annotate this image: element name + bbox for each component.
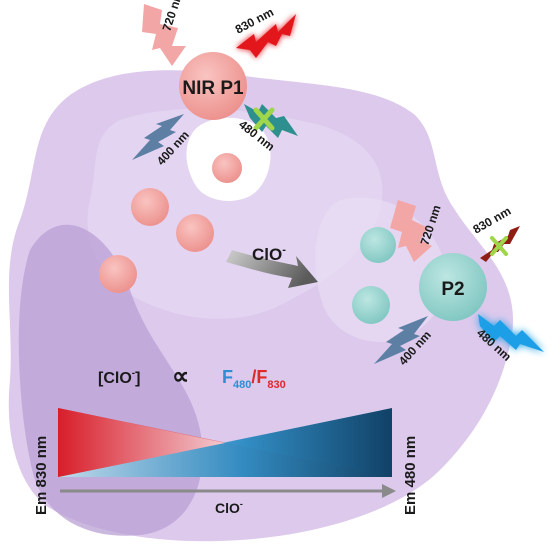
left-axis-label: Em 830 nm: [33, 436, 50, 515]
ratio-formula: F480/F830: [222, 367, 286, 391]
blocked-x-icon: [490, 236, 508, 256]
relation-left: [ClO-]: [98, 368, 140, 387]
p1-excitation-label: 720 nm: [160, 0, 186, 33]
right-axis-label: Em 480 nm: [402, 436, 419, 515]
proportional-symbol: ∝: [172, 363, 189, 390]
emission-480-bolt-p2: [478, 314, 544, 352]
probe-p2: [419, 253, 487, 321]
trend-arrow-label: ClO-: [215, 499, 243, 516]
p1-particle: [212, 153, 242, 183]
p2-particle: [352, 286, 390, 324]
emission-830-bolt-p1: [236, 14, 296, 58]
p1-particle: [99, 255, 137, 293]
red-gradient-top: [58, 408, 225, 477]
light-400-bolt-p1: [132, 114, 184, 160]
p2-particle: [360, 227, 396, 263]
conversion-arrow: [226, 250, 318, 288]
p1-particle: [176, 214, 214, 252]
cell-inner-highlight: [87, 108, 383, 319]
excitation-720-bolt-p2: [390, 200, 432, 262]
probe-p1-label: NIR P1: [182, 78, 244, 99]
probe-p1: [179, 52, 247, 120]
blocked-x-icon: [253, 107, 275, 131]
light-400-bolt-p2: [374, 316, 428, 364]
analyte-label: ClO-: [252, 244, 286, 264]
p1-particle: [131, 188, 169, 226]
trend-arrow-head: [382, 484, 396, 498]
p2-blocked-label: 830 nm: [471, 204, 514, 237]
probe-p2-label: P2: [441, 279, 464, 300]
excitation-720-bolt-p1: [142, 4, 186, 66]
